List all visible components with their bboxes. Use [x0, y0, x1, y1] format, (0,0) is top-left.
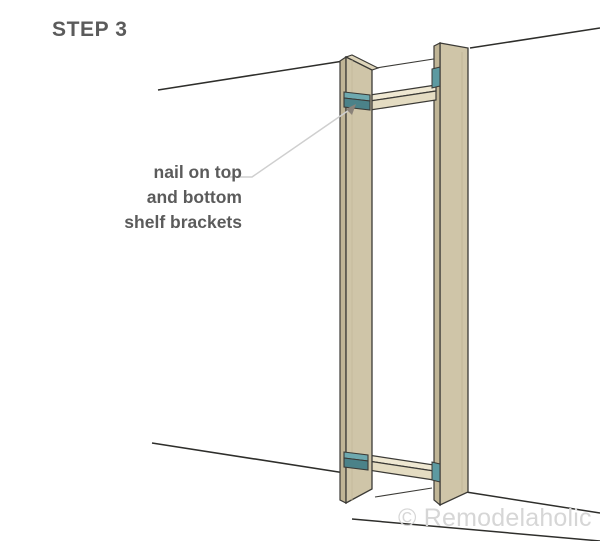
floor-line-mid	[374, 487, 433, 498]
top-right-bracket	[431, 66, 441, 89]
floor-line-bottom	[351, 518, 600, 541]
right-vertical-board	[433, 42, 469, 507]
callout-line-3: shelf brackets	[124, 212, 242, 232]
room-lines	[151, 27, 600, 541]
top-shelf-board	[369, 84, 437, 111]
top-left-bracket	[343, 91, 371, 111]
right-board-edge	[433, 42, 441, 507]
bottom-right-bracket-body	[431, 461, 441, 483]
ceiling-line-left	[157, 59, 351, 91]
callout-line-1: nail on top	[153, 162, 242, 182]
bottom-left-bracket	[343, 451, 369, 471]
callout-arrow-head	[346, 104, 356, 115]
callout-leader	[228, 104, 356, 178]
watermark: © Remodelaholic	[398, 504, 592, 532]
callout-leader-line	[228, 107, 353, 178]
bottom-left-bracket-front-face	[343, 457, 369, 471]
page-title: STEP 3	[52, 18, 128, 41]
ceiling-line-right	[469, 27, 600, 49]
wall-corner-line-top	[375, 57, 441, 69]
floor-line-left	[151, 442, 346, 474]
floor-line-right	[465, 491, 600, 514]
left-board-left-edge	[339, 55, 347, 504]
right-board-face	[439, 42, 469, 507]
left-board-face	[345, 55, 373, 505]
top-right-bracket-body	[431, 66, 441, 89]
callout-line-2: and bottom	[146, 187, 242, 207]
left-vertical-board	[339, 54, 380, 505]
bottom-shelf-board	[367, 454, 435, 481]
callout-label: nail on top and bottom shelf brackets	[0, 160, 242, 235]
bottom-right-bracket	[431, 461, 441, 483]
